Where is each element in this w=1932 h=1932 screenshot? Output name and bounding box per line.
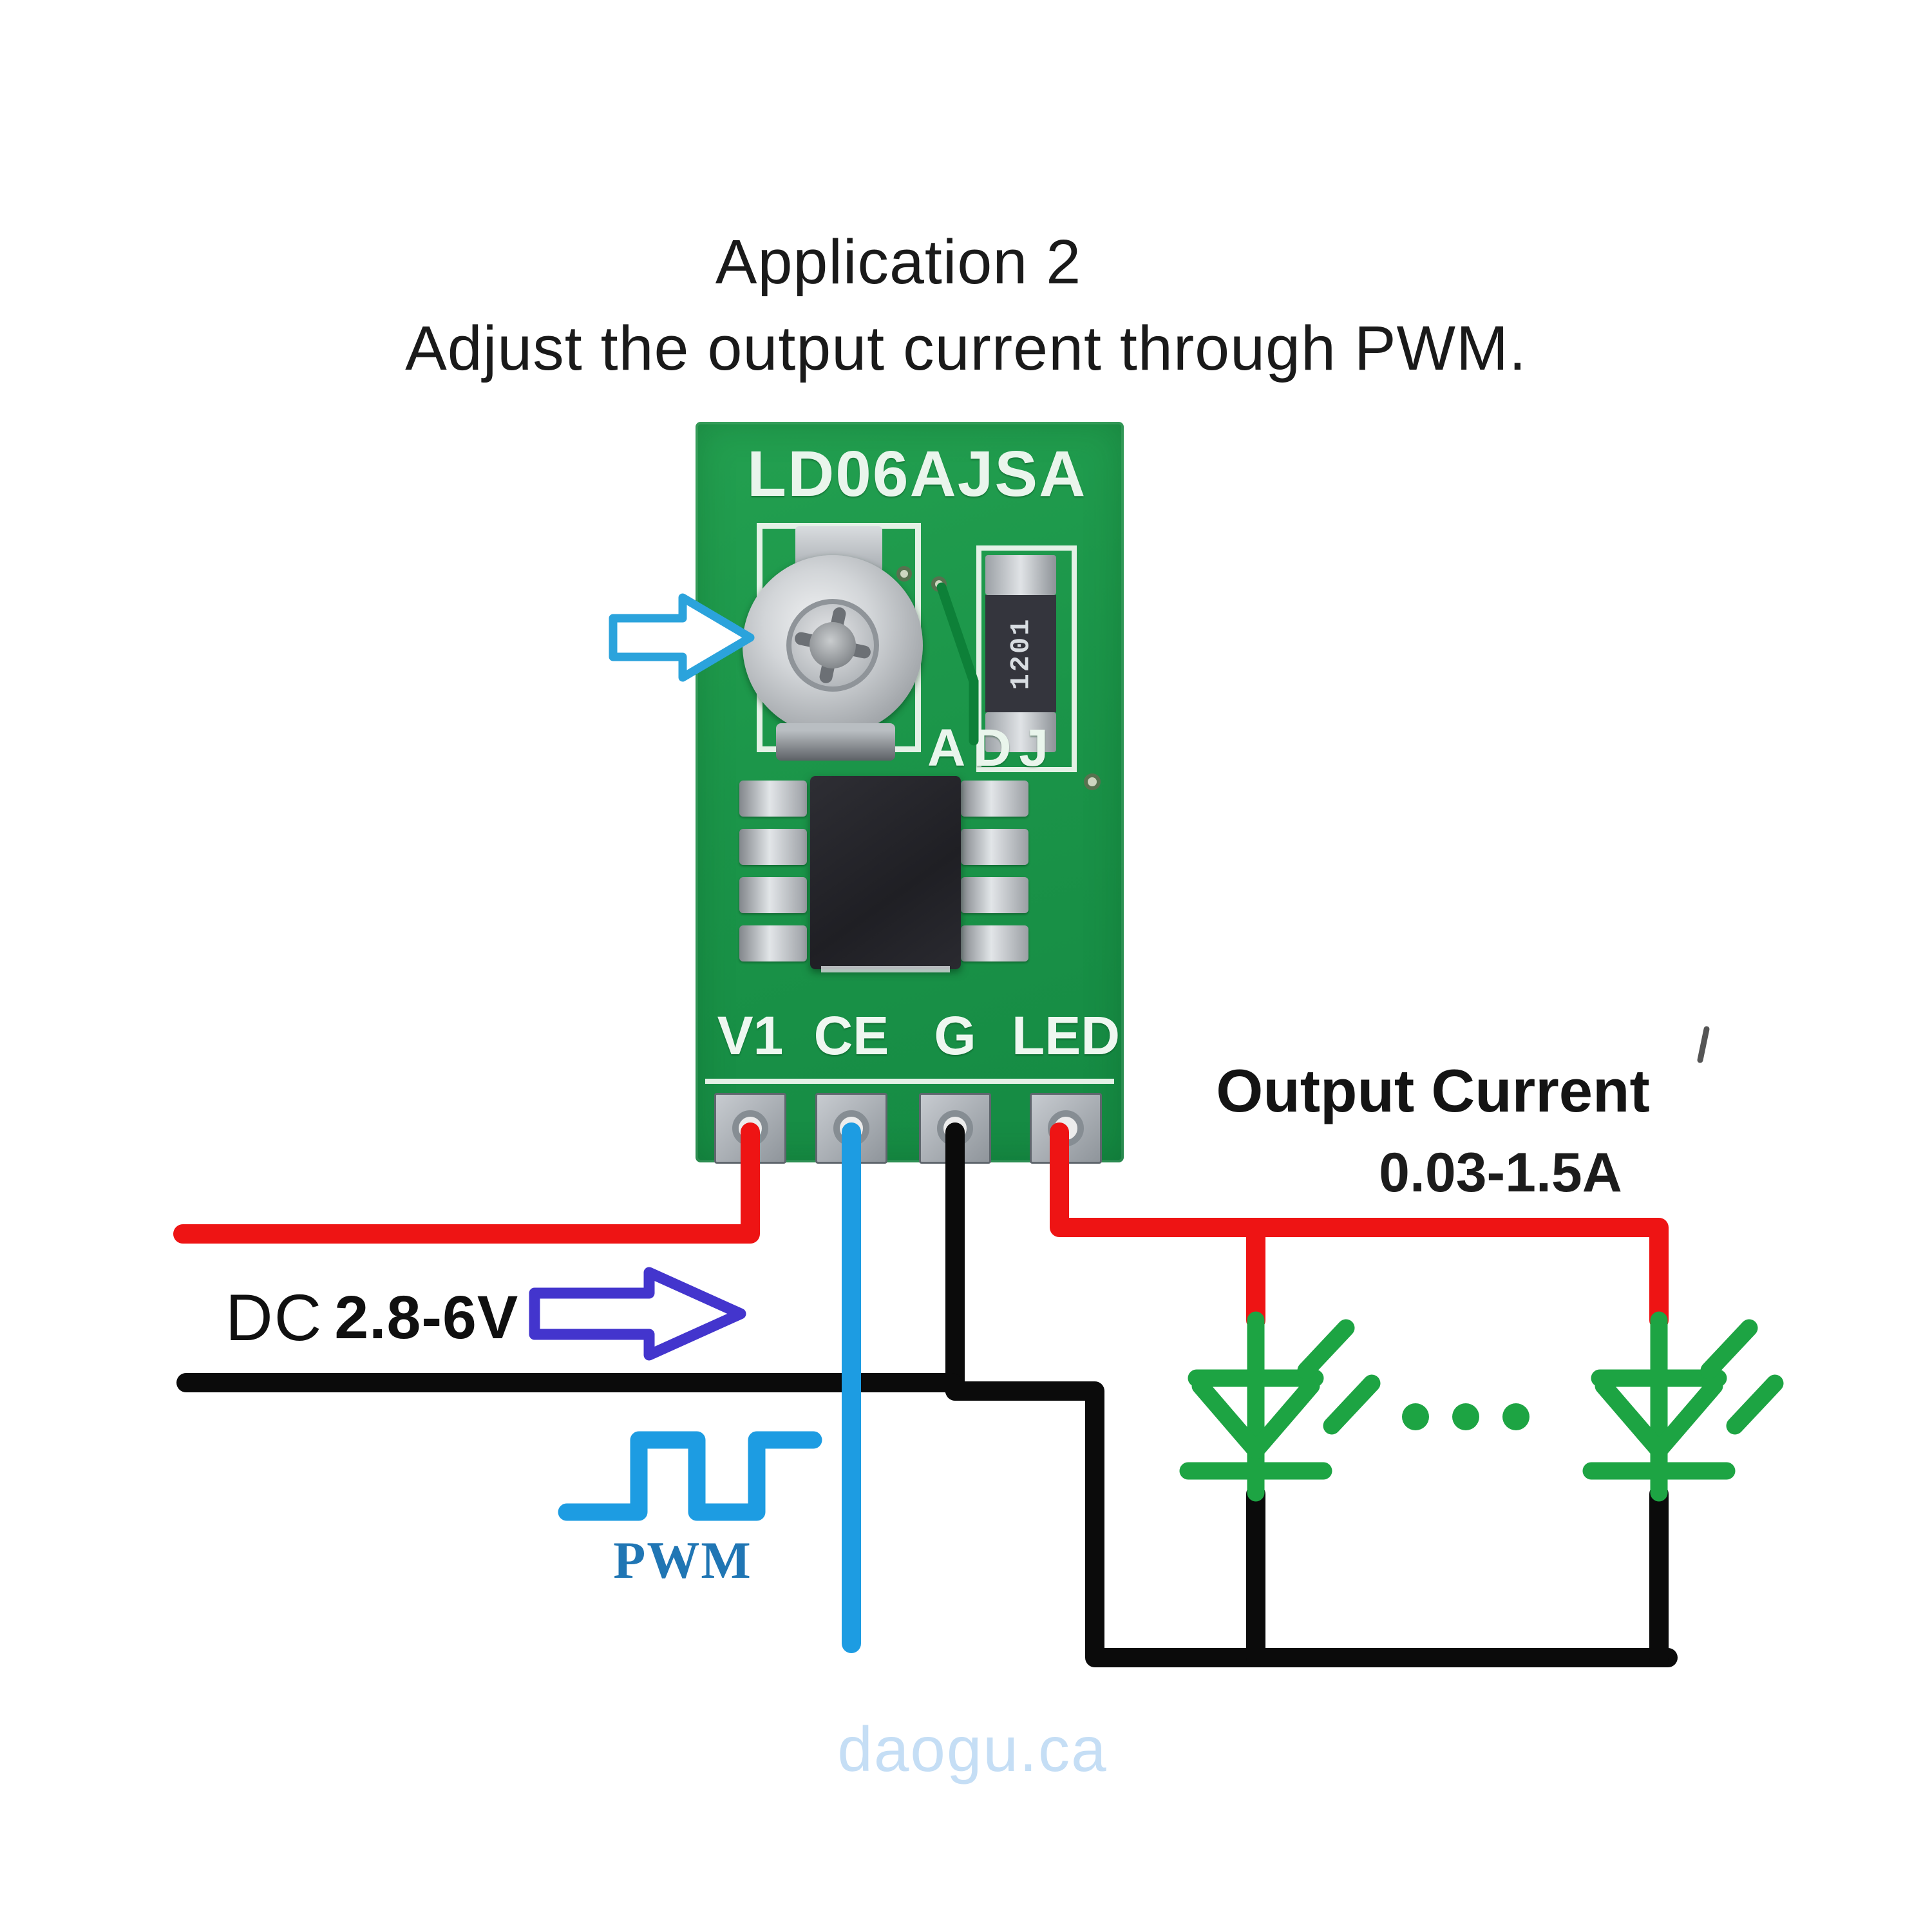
- ellipsis-dots-icon: [1402, 1403, 1530, 1430]
- ic-lead: [739, 829, 807, 865]
- output-current-range: 0.03-1.5A: [1379, 1142, 1622, 1204]
- ic-lead: [961, 829, 1028, 865]
- wire-vin-red: [173, 1122, 760, 1244]
- page-subtitle: Adjust the output current through PWM.: [405, 313, 1527, 383]
- resistor-terminal: [985, 712, 1056, 752]
- watermark: daogu.ca: [837, 1714, 1108, 1785]
- led1-light-rays-icon: [1297, 1319, 1381, 1435]
- led-diode-symbol-1: [1179, 1311, 1381, 1502]
- via-hole: [896, 566, 912, 582]
- resistor-silkscreen-outline: [976, 545, 1077, 772]
- page-title: Application 2: [715, 227, 1082, 297]
- dc-text: DC: [225, 1281, 323, 1354]
- ic-lead: [739, 925, 807, 961]
- dc-input-label: DC 2.8-6V: [225, 1280, 518, 1356]
- silkscreen-divider-line: [705, 1079, 1114, 1084]
- stray-mark: [1697, 1026, 1710, 1063]
- resistor-terminal: [985, 555, 1056, 595]
- dc-voltage-range: 2.8-6V: [334, 1283, 519, 1352]
- smd-resistor: 1201: [985, 555, 1056, 752]
- ic-lead: [739, 877, 807, 913]
- pin-label-g: G: [934, 1005, 976, 1066]
- wire-dc-negative-black: [176, 1373, 1678, 1667]
- led2-light-rays-icon: [1700, 1319, 1784, 1435]
- driver-ic-chip: [810, 776, 961, 969]
- pwm-square-wave-icon: [558, 1431, 822, 1521]
- resistor-body: 1201: [985, 595, 1056, 712]
- ic-lead: [961, 781, 1028, 817]
- pwm-label: PWM: [613, 1531, 752, 1589]
- ic-lead: [961, 877, 1028, 913]
- via-hole: [1084, 773, 1101, 790]
- pin-label-led: LED: [1012, 1005, 1120, 1066]
- led2-triangle-and-bar: [1582, 1369, 1736, 1480]
- wire-led-output-red: [1050, 1122, 1669, 1330]
- ic-lead: [961, 925, 1028, 961]
- potentiometer-base: [776, 723, 895, 761]
- adj-silkscreen-label: ADJ: [927, 719, 1057, 777]
- dot: [1502, 1403, 1530, 1430]
- dot: [1402, 1403, 1429, 1430]
- right-arrow-icon-cyan: [609, 593, 755, 682]
- led-diode-symbol-2: [1582, 1311, 1784, 1502]
- pin-label-ce: CE: [813, 1005, 889, 1066]
- pin-label-v1: V1: [717, 1005, 784, 1066]
- ic-reflection: [821, 966, 950, 972]
- pcb-trace: [936, 582, 979, 746]
- pot-screw-center: [810, 622, 856, 668]
- output-current-label: Output Current: [1216, 1057, 1650, 1124]
- ic-lead: [739, 781, 807, 817]
- right-arrow-icon-indigo: [529, 1267, 746, 1361]
- led1-triangle-and-bar: [1179, 1369, 1332, 1480]
- dot: [1452, 1403, 1479, 1430]
- pcb-model-label: LD06AJSA: [747, 438, 1087, 510]
